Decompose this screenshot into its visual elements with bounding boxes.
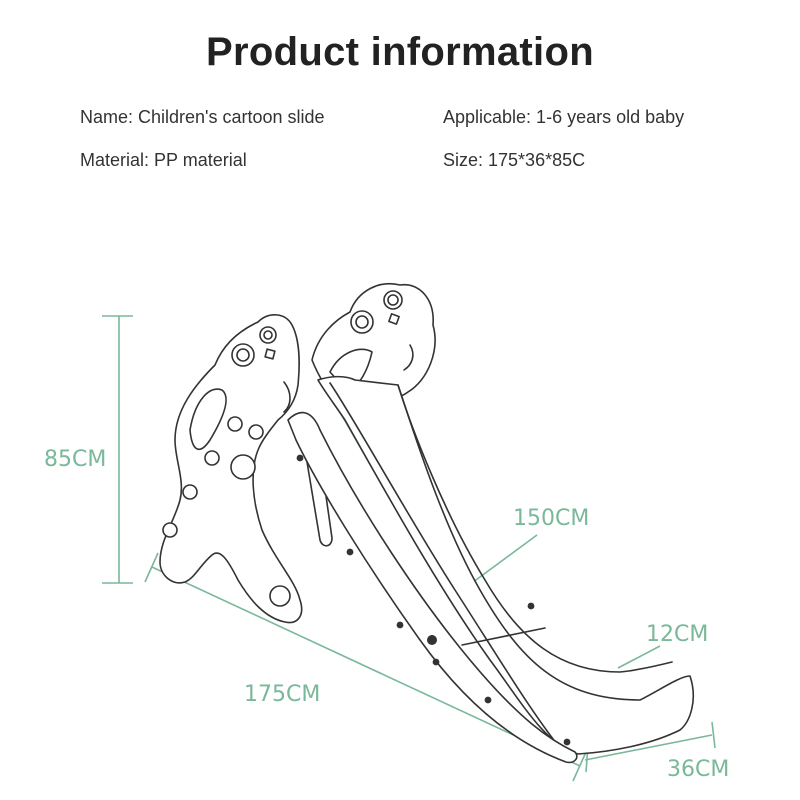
total-length-label: 175CM bbox=[244, 682, 321, 707]
product-size: Size: 175*36*85C bbox=[443, 150, 586, 170]
back-head-mouth bbox=[403, 344, 414, 371]
screw bbox=[432, 658, 440, 666]
knob-3 bbox=[204, 450, 220, 466]
slide-front-wall bbox=[287, 411, 578, 764]
width-dimension-line bbox=[584, 734, 713, 761]
front-foot-hole bbox=[269, 585, 291, 607]
width-right-tick bbox=[711, 721, 716, 749]
screw bbox=[296, 454, 304, 462]
knob-4 bbox=[182, 484, 198, 500]
slide-cross-line bbox=[461, 627, 546, 646]
product-material: Material: PP material bbox=[80, 150, 247, 170]
dimension-lines bbox=[102, 315, 716, 782]
screw bbox=[396, 621, 404, 629]
screw bbox=[484, 696, 492, 704]
product-name: Name: Children's cartoon slide bbox=[80, 107, 325, 127]
screw bbox=[346, 548, 354, 556]
knob-large bbox=[230, 454, 256, 480]
slide-length-label: 150CM bbox=[513, 506, 590, 531]
slide-length-pointer bbox=[464, 534, 538, 589]
front-head-nose bbox=[264, 348, 276, 360]
front-head-mouth bbox=[283, 381, 291, 413]
width-label: 36CM bbox=[667, 757, 730, 782]
back-head-ear-inner bbox=[355, 315, 369, 329]
knob-2 bbox=[248, 424, 264, 440]
length-dimension-line bbox=[151, 566, 581, 767]
knob-5 bbox=[162, 522, 178, 538]
screw bbox=[563, 738, 571, 746]
front-head-ear-inner bbox=[236, 348, 250, 362]
back-head-eye-inner bbox=[387, 294, 399, 306]
screws bbox=[296, 454, 571, 746]
slide-bed bbox=[317, 375, 695, 755]
slide-bed-inner-edge bbox=[329, 382, 561, 749]
height-label: 85CM bbox=[44, 447, 107, 472]
slide-outline bbox=[159, 283, 695, 764]
knob-1 bbox=[227, 416, 243, 432]
front-head-eye-inner bbox=[263, 330, 273, 340]
front-head-cutout bbox=[189, 388, 227, 451]
screw bbox=[427, 635, 437, 645]
side-height-pointer bbox=[617, 645, 661, 669]
applicable-age: Applicable: 1-6 years old baby bbox=[443, 107, 685, 127]
page-title: Product information bbox=[206, 30, 594, 74]
length-right-tick bbox=[572, 751, 587, 782]
screw bbox=[527, 602, 535, 610]
back-head-nose bbox=[388, 313, 400, 325]
length-left-tick bbox=[144, 552, 159, 583]
slide-right-wall bbox=[397, 384, 673, 673]
side-height-label: 12CM bbox=[646, 622, 709, 647]
